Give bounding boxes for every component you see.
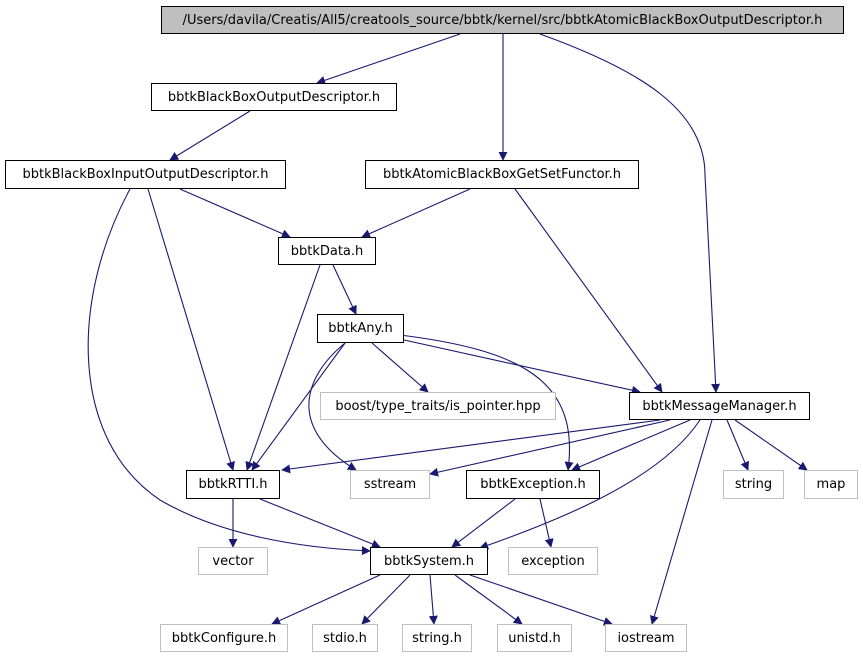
edge-system-to-iostream xyxy=(469,574,613,626)
node-exception-std[interactable]: exception xyxy=(508,547,598,575)
node-map[interactable]: map xyxy=(804,470,858,499)
edge-msgmgr-to-iostream xyxy=(649,419,713,625)
edge-data-to-rtti xyxy=(245,264,321,471)
edge-msgmgr-to-map xyxy=(734,419,808,471)
edge-msgmgr-to-exception xyxy=(571,419,691,471)
edge-any-to-exception xyxy=(399,334,574,471)
edge-system-to-stdio xyxy=(361,574,411,625)
edge-system-to-stringh xyxy=(428,574,438,625)
node-rtti[interactable]: bbtkRTTI.h xyxy=(186,470,280,499)
node-atomic-blackbox-get-set-functor[interactable]: bbtkAtomicBlackBoxGetSetFunctor.h xyxy=(365,160,639,189)
node-configure[interactable]: bbtkConfigure.h xyxy=(160,624,288,652)
edge-msgmgr-to-string xyxy=(726,419,750,471)
edge-getset-to-data xyxy=(361,188,471,238)
edge-msgmgr-to-system xyxy=(479,419,701,550)
edge-rtti-to-system xyxy=(259,498,381,549)
edge-any-to-rtti xyxy=(251,342,346,471)
edge-any-to-boost xyxy=(371,342,429,393)
edge-msgmgr-to-sstream xyxy=(429,419,671,477)
edge-bbinoutdesc-to-rtti xyxy=(147,188,235,471)
node-iostream[interactable]: iostream xyxy=(605,624,687,652)
edge-any-to-sstream xyxy=(308,342,357,471)
edge-exception-to-system xyxy=(451,498,516,548)
edge-bbinoutdesc-to-data xyxy=(179,188,291,238)
node-any[interactable]: bbtkAny.h xyxy=(317,314,404,343)
edge-bboutdesc-to-bbinoutdesc xyxy=(169,110,251,161)
edge-getset-to-msgmgr xyxy=(514,188,663,393)
node-blackbox-output-descriptor[interactable]: bbtkBlackBoxOutputDescriptor.h xyxy=(151,83,397,111)
node-boost-is-pointer[interactable]: boost/type_traits/is_pointer.hpp xyxy=(320,392,556,420)
node-data[interactable]: bbtkData.h xyxy=(278,237,376,265)
edge-bbinoutdesc-to-system xyxy=(87,188,371,556)
node-sstream[interactable]: sstream xyxy=(350,470,430,499)
node-message-manager[interactable]: bbtkMessageManager.h xyxy=(629,392,810,420)
edge-root-to-bboutdesc xyxy=(316,33,461,85)
node-blackbox-input-output-descriptor[interactable]: bbtkBlackBoxInputOutputDescriptor.h xyxy=(5,160,286,189)
node-vector[interactable]: vector xyxy=(198,547,268,575)
node-string-std[interactable]: string xyxy=(723,470,784,499)
node-unistd[interactable]: unistd.h xyxy=(497,624,572,652)
node-root-file[interactable]: /Users/davila/Creatis/All5/creatools_sou… xyxy=(161,6,844,34)
edge-system-to-configure xyxy=(271,574,381,625)
edge-data-to-any xyxy=(332,264,357,315)
node-string-h[interactable]: string.h xyxy=(402,624,472,652)
edge-root-to-msgmgr xyxy=(539,33,721,393)
node-system[interactable]: bbtkSystem.h xyxy=(370,547,488,575)
edge-msgmgr-to-rtti xyxy=(281,419,661,474)
edge-exception-to-exceptionstd xyxy=(539,498,554,548)
edge-system-to-unistd xyxy=(454,574,523,625)
node-stdio[interactable]: stdio.h xyxy=(312,624,378,652)
node-exception[interactable]: bbtkException.h xyxy=(466,470,600,499)
